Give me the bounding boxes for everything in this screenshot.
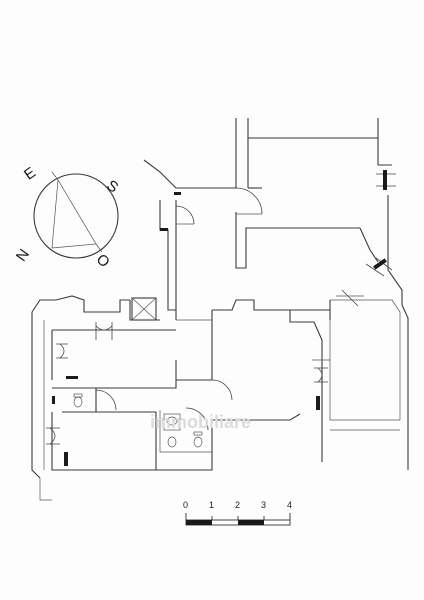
wall-left-corner bbox=[31, 299, 56, 313]
wall-west bbox=[31, 312, 41, 479]
wall-room-right bbox=[329, 320, 400, 421]
compass-tick-west bbox=[95, 243, 103, 253]
shaft-box bbox=[131, 297, 157, 321]
wall-top-room bbox=[247, 118, 379, 139]
wall-east-inner bbox=[330, 299, 401, 420]
window-left-top bbox=[95, 322, 113, 340]
wall-bath-top bbox=[212, 413, 301, 421]
wall-right-curve bbox=[387, 195, 403, 305]
radiator-entry bbox=[174, 192, 181, 195]
window-bay bbox=[365, 257, 393, 277]
window-right bbox=[314, 367, 328, 383]
wall-top-right bbox=[377, 138, 392, 166]
wall-corridor-right bbox=[289, 310, 323, 420]
compass-rose: N E S O bbox=[13, 164, 121, 271]
radiators bbox=[52, 170, 387, 466]
scale-bar: 0 1 2 3 4 bbox=[183, 500, 292, 526]
compass-south-label: S bbox=[103, 177, 121, 197]
wall-wc-small bbox=[95, 388, 124, 413]
wc-toilet bbox=[73, 396, 83, 408]
radiator-entry-2 bbox=[160, 228, 168, 231]
door-swing-entry bbox=[175, 205, 195, 225]
walls bbox=[31, 118, 409, 501]
elevator-shaft bbox=[131, 297, 157, 321]
compass-circle bbox=[33, 173, 119, 259]
door-bay bbox=[341, 289, 359, 307]
compass-tick-east bbox=[51, 171, 59, 181]
door-swing-upper bbox=[235, 187, 263, 215]
wall-entry-left bbox=[159, 200, 176, 311]
scale-segment-1 bbox=[186, 520, 212, 525]
scale-label-4: 4 bbox=[287, 500, 292, 510]
door-swing-bath bbox=[185, 407, 209, 431]
window-left-lower bbox=[46, 427, 60, 445]
compass-east-label: E bbox=[21, 164, 39, 184]
scale-segment-3 bbox=[238, 520, 264, 525]
compass-west-label: O bbox=[93, 251, 113, 271]
wall-balcony bbox=[39, 478, 52, 501]
doors bbox=[95, 187, 364, 431]
wc-tank bbox=[73, 393, 83, 398]
wall-mid-top bbox=[212, 299, 290, 311]
watermark-text: immobiliare bbox=[150, 412, 251, 432]
door-swing-wc bbox=[95, 389, 117, 411]
radiator-right bbox=[316, 396, 320, 410]
wall-mid-right bbox=[290, 300, 331, 320]
radiator-bay bbox=[373, 258, 387, 270]
windows bbox=[46, 173, 396, 445]
bath-sink-bowl bbox=[166, 416, 178, 426]
scale-label-3: 3 bbox=[261, 500, 266, 510]
shaft-cross-2 bbox=[131, 297, 157, 321]
wall-room-left-bottom bbox=[52, 360, 177, 389]
radiator-lower-left bbox=[64, 452, 68, 466]
radiator-wc bbox=[52, 396, 55, 404]
scale-label-1: 1 bbox=[209, 500, 214, 510]
compass-north-label: N bbox=[13, 246, 33, 265]
wall-room-separator bbox=[235, 212, 360, 269]
scale-label-0: 0 bbox=[183, 500, 188, 510]
bath-bidet-tank bbox=[193, 431, 203, 436]
wall-room-lower-left bbox=[51, 412, 157, 471]
compass-needle bbox=[51, 178, 97, 249]
window-left-mid bbox=[56, 343, 68, 359]
bath-sink bbox=[163, 413, 181, 431]
sanitary-fixtures bbox=[73, 393, 203, 448]
wall-east bbox=[401, 304, 409, 470]
wall-bath-bottom bbox=[156, 420, 213, 471]
scale-label-2: 2 bbox=[235, 500, 240, 510]
bath-toilet bbox=[167, 436, 177, 448]
radiator-top-right bbox=[383, 170, 387, 190]
door-swing-corridor bbox=[211, 379, 233, 401]
radiator-left-room bbox=[66, 376, 78, 379]
wall-north-corridor bbox=[143, 118, 237, 189]
wall-bath-inner bbox=[159, 410, 212, 453]
bath-bidet bbox=[193, 436, 203, 448]
wall-left-top bbox=[55, 295, 130, 313]
wall-bay-inner bbox=[359, 227, 379, 263]
